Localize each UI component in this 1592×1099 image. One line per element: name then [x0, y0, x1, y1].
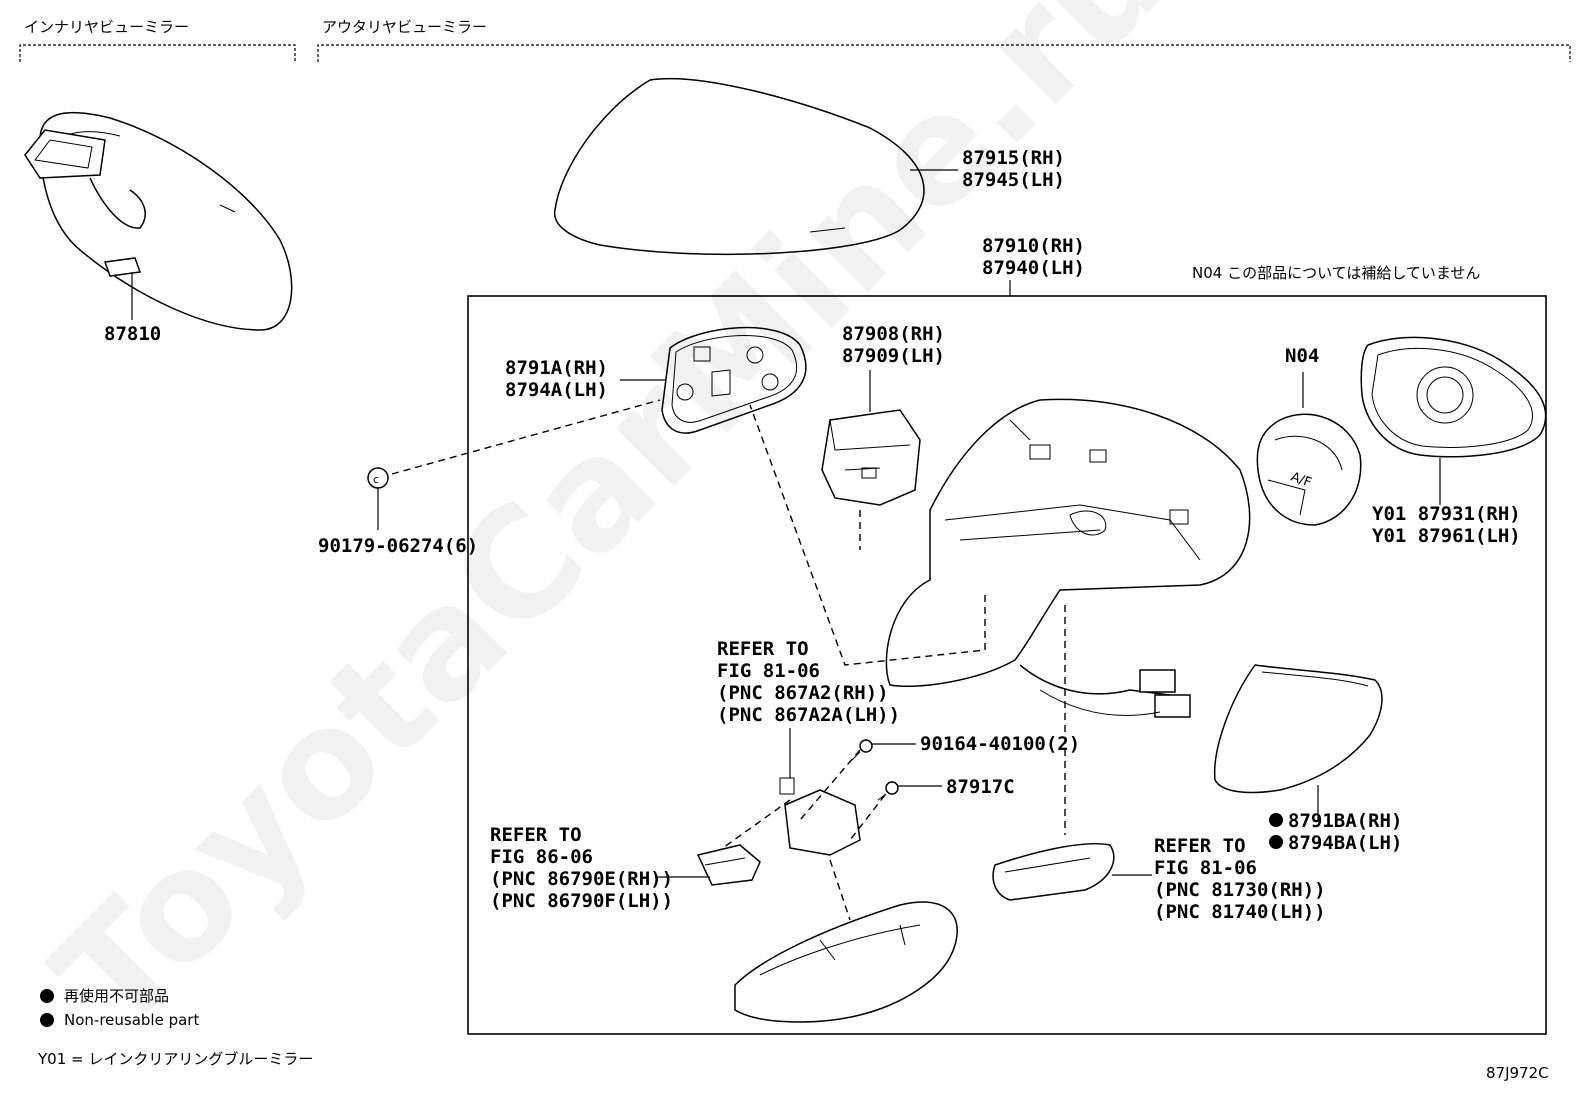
mirror-housing-part	[885, 398, 1251, 718]
section-outer-bracket	[317, 44, 1571, 62]
section-inner-bracket	[19, 44, 296, 62]
ref3-line1: REFER TO	[1154, 835, 1246, 857]
ref2-line2: FIG 86-06	[490, 846, 593, 868]
label-8794ba: 8794BA(LH)	[1288, 832, 1402, 854]
legend-en: Non-reusable part	[64, 1011, 199, 1029]
ref3-line4: (PNC 81740(LH))	[1154, 901, 1326, 923]
label-y01-87931: Y01 87931(RH)	[1372, 503, 1521, 525]
label-8794A: 8794A(LH)	[505, 379, 608, 401]
section-outer-title: アウタリヤビューミラー	[322, 18, 487, 36]
label-87908: 87908(RH)	[842, 323, 945, 345]
dash-clip-plate	[391, 399, 661, 475]
ref1-line4: (PNC 867A2A(LH))	[717, 704, 900, 726]
label-90164: 90164-40100(2)	[920, 733, 1080, 755]
label-87945: 87945(LH)	[962, 169, 1065, 191]
non-reusable-dot-icon	[1269, 835, 1283, 849]
label-87940: 87940(LH)	[982, 257, 1085, 279]
label-87910: 87910(RH)	[982, 235, 1085, 257]
clip-part: c	[367, 467, 389, 489]
mirror-glass-y01-part	[1360, 336, 1547, 458]
svg-text:A/F: A/F	[1289, 470, 1314, 491]
label-87810: 87810	[104, 323, 161, 345]
inner-mirror-part	[24, 111, 293, 331]
ref2-line1: REFER TO	[490, 824, 582, 846]
base-plate-part	[661, 326, 807, 434]
side-lamp-cover-part	[992, 842, 1115, 901]
label-87915: 87915(RH)	[962, 147, 1065, 169]
svg-text:c: c	[373, 473, 379, 486]
legend-y01: Y01 = レインクリアリングブルーミラー	[37, 1050, 313, 1068]
ref2-line3: (PNC 86790E(RH))	[490, 868, 673, 890]
legend-dot-icon	[40, 989, 54, 1003]
section-inner-title: インナリヤビューミラー	[24, 18, 189, 36]
lamp-module-part	[696, 777, 861, 886]
ref1-line2: FIG 81-06	[717, 660, 820, 682]
label-90179: 90179-06274(6)	[318, 535, 478, 557]
legend-jp: 再使用不可部品	[64, 987, 169, 1005]
label-87909: 87909(LH)	[842, 345, 945, 367]
ref3-line3: (PNC 81730(RH))	[1154, 879, 1326, 901]
actuator-part	[821, 409, 921, 506]
label-n04: N04	[1285, 345, 1319, 367]
n04-motor-part: A/F	[1256, 413, 1362, 526]
non-reusable-dot-icon	[1269, 813, 1283, 827]
dash-modules	[719, 749, 886, 921]
label-8791ba: 8791BA(RH)	[1288, 810, 1402, 832]
note-n04: N04 この部品については補給していません	[1192, 264, 1480, 282]
mirror-cover-part	[554, 77, 925, 256]
figure-id: 87J972C	[1486, 1064, 1549, 1082]
legend-dot-icon	[40, 1013, 54, 1027]
ref1-line1: REFER TO	[717, 638, 809, 660]
label-8791A: 8791A(RH)	[505, 357, 608, 379]
label-y01-87961: Y01 87961(LH)	[1372, 525, 1521, 547]
screw-90164-part	[851, 739, 873, 761]
screw-87917c-part	[877, 781, 899, 801]
label-87917c: 87917C	[946, 776, 1015, 798]
lower-cover-part	[734, 901, 958, 1023]
ref1-line3: (PNC 867A2(RH))	[717, 682, 889, 704]
ref3-line2: FIG 81-06	[1154, 857, 1257, 879]
outer-mirror-glass-part	[1213, 664, 1383, 794]
ref2-line4: (PNC 86790F(LH))	[490, 890, 673, 912]
assembly-frame	[467, 295, 1547, 1035]
dash-housing-plate	[749, 404, 986, 666]
